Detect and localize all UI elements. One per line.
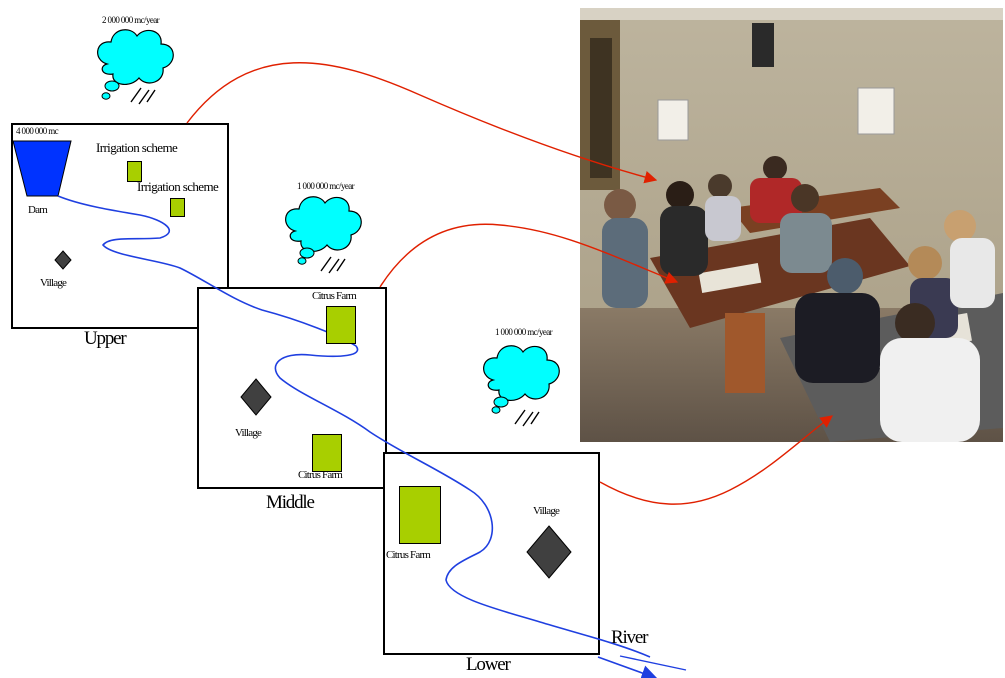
workshop-photo	[580, 8, 1003, 442]
lower-region-label: Lower	[466, 654, 511, 675]
river-outflow-line	[619, 655, 687, 671]
lower-village-marker	[526, 525, 572, 579]
workshop-photo-illustration	[580, 8, 1003, 442]
middle-to-photo-arrow	[379, 223, 679, 288]
river-outflow-arrow	[597, 656, 658, 678]
upper-village-label: Village	[40, 277, 67, 289]
rain-cloud-icon	[483, 345, 560, 427]
upper-region-label: Upper	[84, 328, 127, 349]
middle-citrus-field-2	[312, 434, 342, 472]
middle-citrus-label-1: Citrus Farm	[312, 290, 357, 302]
lower-citrus-label: Citrus Farm	[386, 549, 431, 561]
upper-village-marker	[54, 250, 72, 270]
middle-rainfall-label: 1 000 000 mc/year	[297, 181, 355, 191]
lower-citrus-field	[399, 486, 441, 544]
rain-cloud-icon	[285, 196, 362, 274]
upper-rainfall-label: 2 000 000 mc/year	[102, 15, 160, 25]
upper-to-photo-arrow	[186, 62, 658, 184]
middle-village-label: Village	[235, 427, 262, 439]
dam-volume-label: 4 000 000 mc	[16, 126, 59, 136]
lower-to-photo-arrow	[599, 415, 834, 505]
upper-irrigation-field-2	[170, 198, 185, 217]
middle-village-marker	[240, 378, 272, 416]
lower-village-label: Village	[533, 505, 560, 517]
dam-label: Dam	[28, 204, 48, 216]
river-path	[57, 195, 651, 658]
lower-rainfall-label: 1 000 000 mc/year	[495, 327, 553, 337]
river-label: River	[611, 627, 648, 648]
middle-citrus-field-1	[326, 306, 356, 344]
middle-region-label: Middle	[266, 492, 315, 513]
irrigation-scheme-label-2: Irrigation scheme	[137, 179, 219, 194]
upper-irrigation-field-1	[127, 161, 142, 182]
middle-citrus-label-2: Citrus Farm	[298, 469, 343, 481]
dam-reservoir	[12, 140, 72, 197]
irrigation-scheme-label-1: Irrigation scheme	[96, 140, 178, 155]
rain-cloud-icon	[97, 29, 174, 105]
